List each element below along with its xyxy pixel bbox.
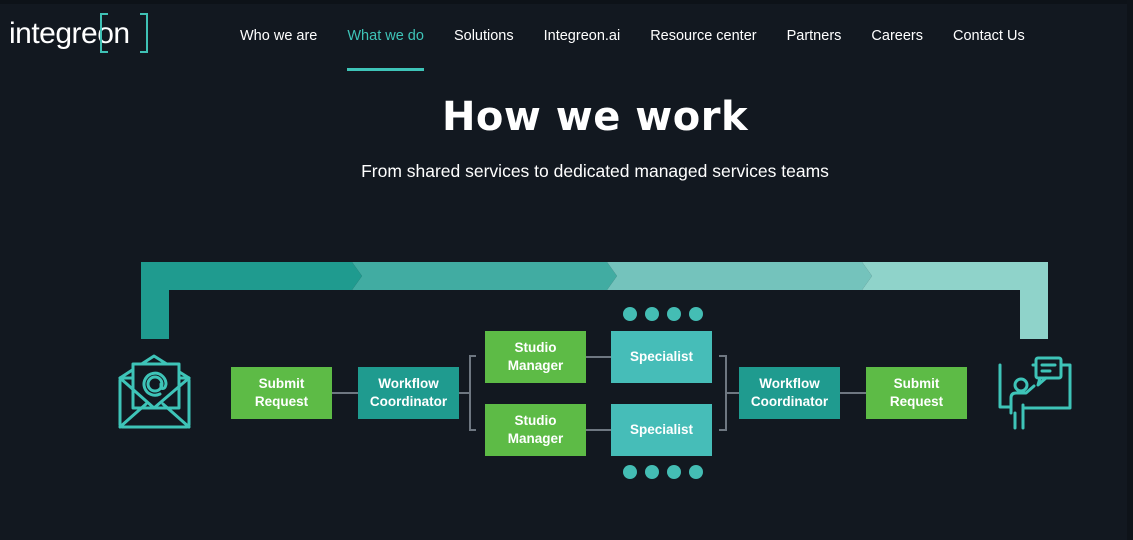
nav-careers[interactable]: Careers — [871, 28, 923, 44]
team-dot — [689, 465, 703, 479]
flow-band-right-leg — [1020, 262, 1048, 339]
flow-band-segment-3 — [607, 262, 872, 290]
nav-resource-center[interactable]: Resource center — [650, 28, 757, 44]
nav-integreon-ai[interactable]: Integreon.ai — [543, 28, 621, 44]
team-dot — [689, 307, 703, 321]
presenter-icon — [998, 356, 1072, 430]
studio-manager-box-top: Studio Manager — [485, 331, 586, 383]
integreon-logo[interactable]: integreon — [9, 13, 148, 54]
flow-band-segment-4 — [862, 262, 1048, 290]
team-dot — [645, 307, 659, 321]
studio-manager-box-bottom: Studio Manager — [485, 404, 586, 456]
team-dot — [623, 465, 637, 479]
specialist-box-top: Specialist — [611, 331, 712, 383]
nav-what-we-do[interactable]: What we do — [332, 0, 439, 72]
workflow-coordinator-box-right: Workflow Coordinator — [739, 367, 840, 419]
logo-text: integreon — [9, 17, 130, 50]
branch-bracket-left — [469, 355, 476, 431]
flow-band-left-leg — [141, 262, 169, 339]
submit-request-box-left: Submit Request — [231, 367, 332, 419]
nav-contact-us[interactable]: Contact Us — [952, 28, 1025, 44]
team-dot — [645, 465, 659, 479]
nav-solutions[interactable]: Solutions — [453, 28, 514, 44]
page-edge — [1127, 0, 1133, 540]
page-title: How we work — [441, 94, 749, 140]
branch-bracket-right — [719, 355, 727, 431]
flow-band-segment-1 — [141, 262, 362, 290]
nav-who-we-are[interactable]: Who we are — [240, 28, 318, 44]
team-dot — [623, 307, 637, 321]
top-strip — [0, 0, 1133, 4]
workflow-coordinator-box-left: Workflow Coordinator — [358, 367, 459, 419]
submit-request-box-right: Submit Request — [866, 367, 967, 419]
nav-partners[interactable]: Partners — [786, 28, 842, 44]
flow-band-segment-2 — [352, 262, 617, 290]
logo-bracket-left — [100, 13, 108, 53]
specialist-box-bottom: Specialist — [611, 404, 712, 456]
email-envelope-icon — [118, 354, 191, 429]
team-dot — [667, 465, 681, 479]
page-subtitle: From shared services to dedicated manage… — [361, 161, 829, 181]
main-nav: Who we are What we do Solutions Integreo… — [225, 0, 1040, 72]
team-dot — [667, 307, 681, 321]
logo-bracket-right — [140, 13, 148, 53]
